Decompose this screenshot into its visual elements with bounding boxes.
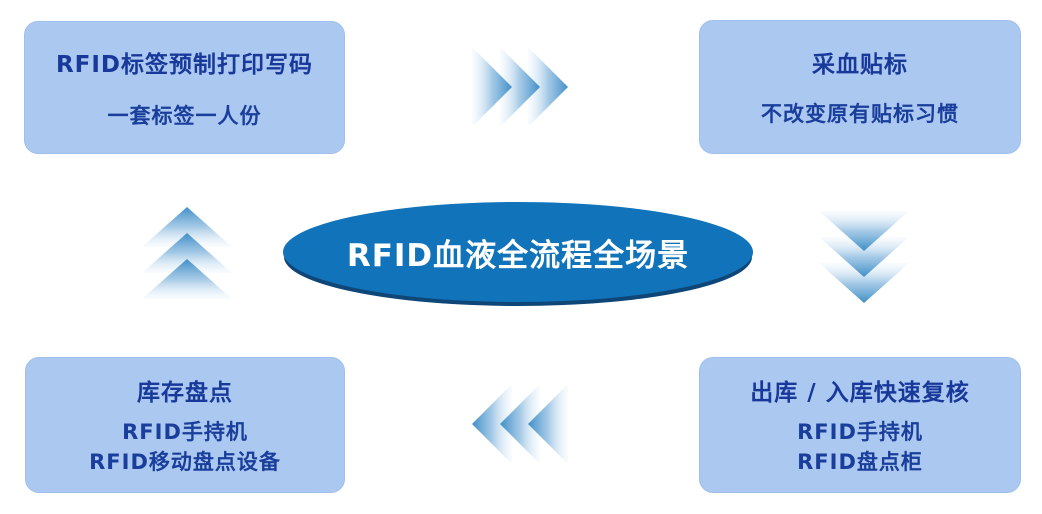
node-blood-collection: 采血贴标 不改变原有贴标习惯: [699, 20, 1021, 154]
node-subtitle: 不改变原有贴标习惯: [761, 102, 959, 126]
node-title: RFID标签预制打印写码: [55, 51, 314, 78]
node-title: 出库 / 入库快速复核: [750, 380, 970, 406]
triple-chevron-left-icon: [472, 384, 568, 464]
node-subtitle: RFID手持机: [122, 420, 248, 444]
node-stock-taking: 库存盘点 RFID手持机 RFID移动盘点设备: [25, 357, 345, 493]
node-in-out-recheck: 出库 / 入库快速复核 RFID手持机 RFID盘点柜: [699, 357, 1021, 493]
node-label-printing: RFID标签预制打印写码 一套标签一人份: [24, 21, 345, 154]
node-subtitle: RFID移动盘点设备: [89, 450, 281, 474]
center-label: RFID血液全流程全场景: [346, 237, 690, 274]
node-subtitle: RFID盘点柜: [797, 450, 923, 474]
triple-chevron-up-icon: [142, 207, 232, 299]
node-title: 采血贴标: [812, 52, 908, 78]
node-subtitle: RFID手持机: [797, 420, 923, 444]
triple-chevron-down-icon: [819, 211, 909, 303]
center-ellipse: RFID血液全流程全场景: [283, 202, 753, 302]
node-title: 库存盘点: [137, 380, 233, 406]
node-subtitle: 一套标签一人份: [107, 103, 262, 128]
triple-chevron-right-icon: [472, 47, 568, 127]
